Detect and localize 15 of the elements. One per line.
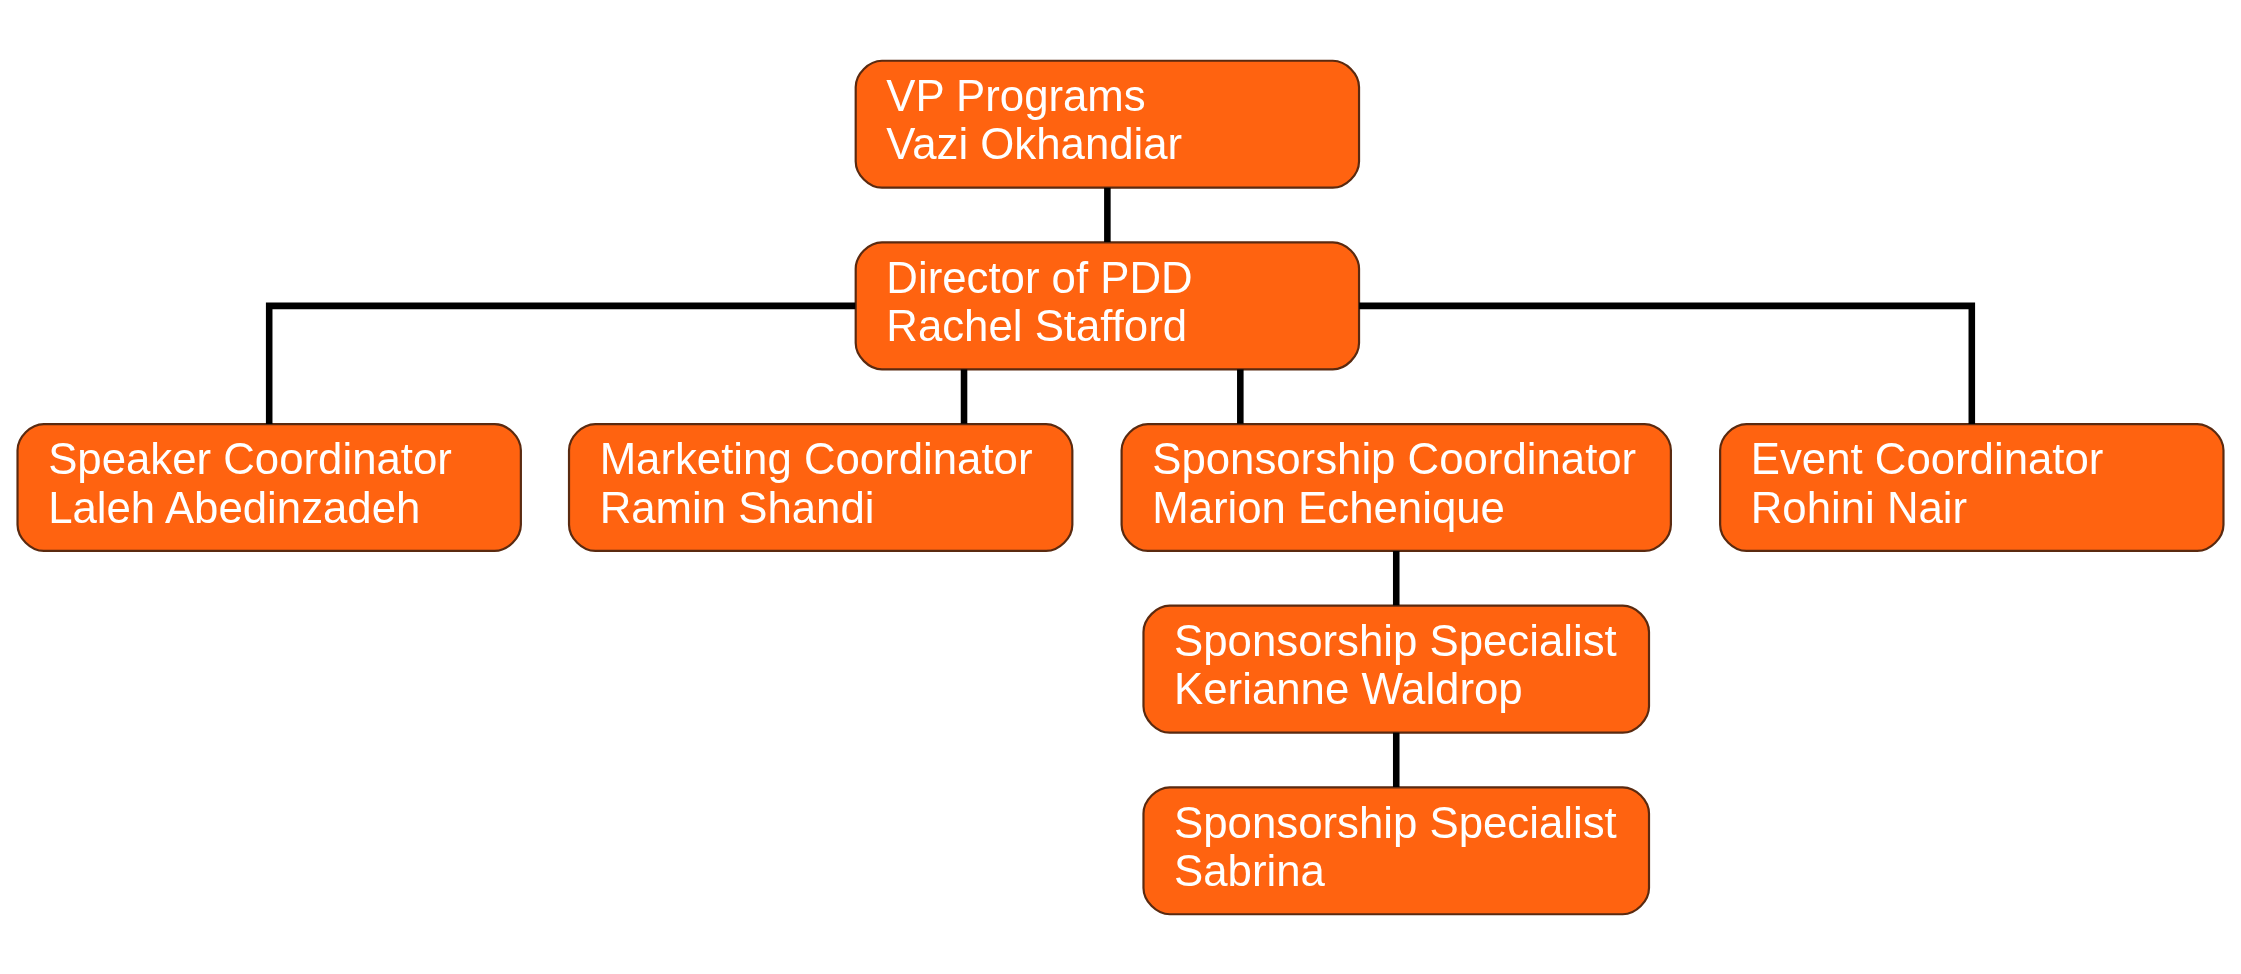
node-box: Event Coordinator Rohini Nair [1719,422,2225,552]
node-box: Sponsorship Specialist Kerianne Waldrop [1142,604,1651,734]
node-box: Marketing Coordinator Ramin Shandi [567,422,1074,552]
node-box: Sponsorship Coordinator Marion Echenique [1120,422,1672,552]
node-box: Speaker Coordinator Laleh Abedinzadeh [16,422,522,552]
connector [265,302,856,424]
node-box: Sponsorship Specialist Sabrina [1142,785,1651,915]
connector [1237,368,1244,424]
connector [1359,302,1976,424]
connector [1104,187,1111,242]
connector [1392,732,1400,787]
connector [960,368,968,424]
connector [1392,550,1400,605]
node-box: Director of PDD Rachel Stafford [854,240,1361,370]
node-box: VP Programs Vazi Okhandiar [854,59,1361,189]
